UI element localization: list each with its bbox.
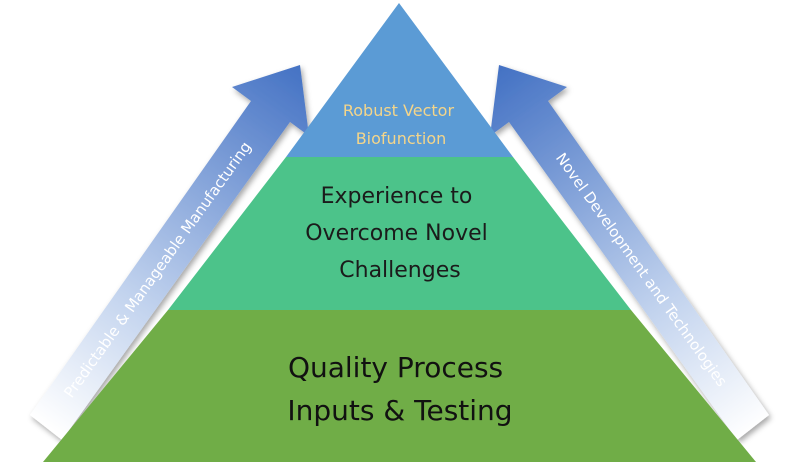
base-tier-label: Quality Process Inputs & Testing (287, 351, 512, 427)
right-arrow-shape (490, 65, 769, 440)
top-tier-line-2: Biofunction (356, 129, 447, 148)
pyramid-middle-tier (168, 157, 631, 310)
middle-tier-line-1: Experience to (321, 184, 473, 209)
pyramid-base-tier (43, 310, 756, 462)
pyramid-top-tier (286, 3, 513, 157)
left-arrow-shape (30, 65, 309, 440)
pyramid: Robust Vector Biofunction Experience to … (43, 3, 756, 462)
top-tier-label: Robust Vector Biofunction (343, 101, 459, 148)
base-tier-line-2: Inputs & Testing (287, 394, 512, 427)
top-tier-line-1: Robust Vector (343, 101, 455, 120)
middle-tier-label: Experience to Overcome Novel Challenges (305, 184, 495, 283)
middle-tier-line-2: Overcome Novel (305, 221, 488, 246)
middle-tier-line-3: Challenges (339, 258, 460, 283)
base-tier-line-1: Quality Process (288, 351, 503, 384)
